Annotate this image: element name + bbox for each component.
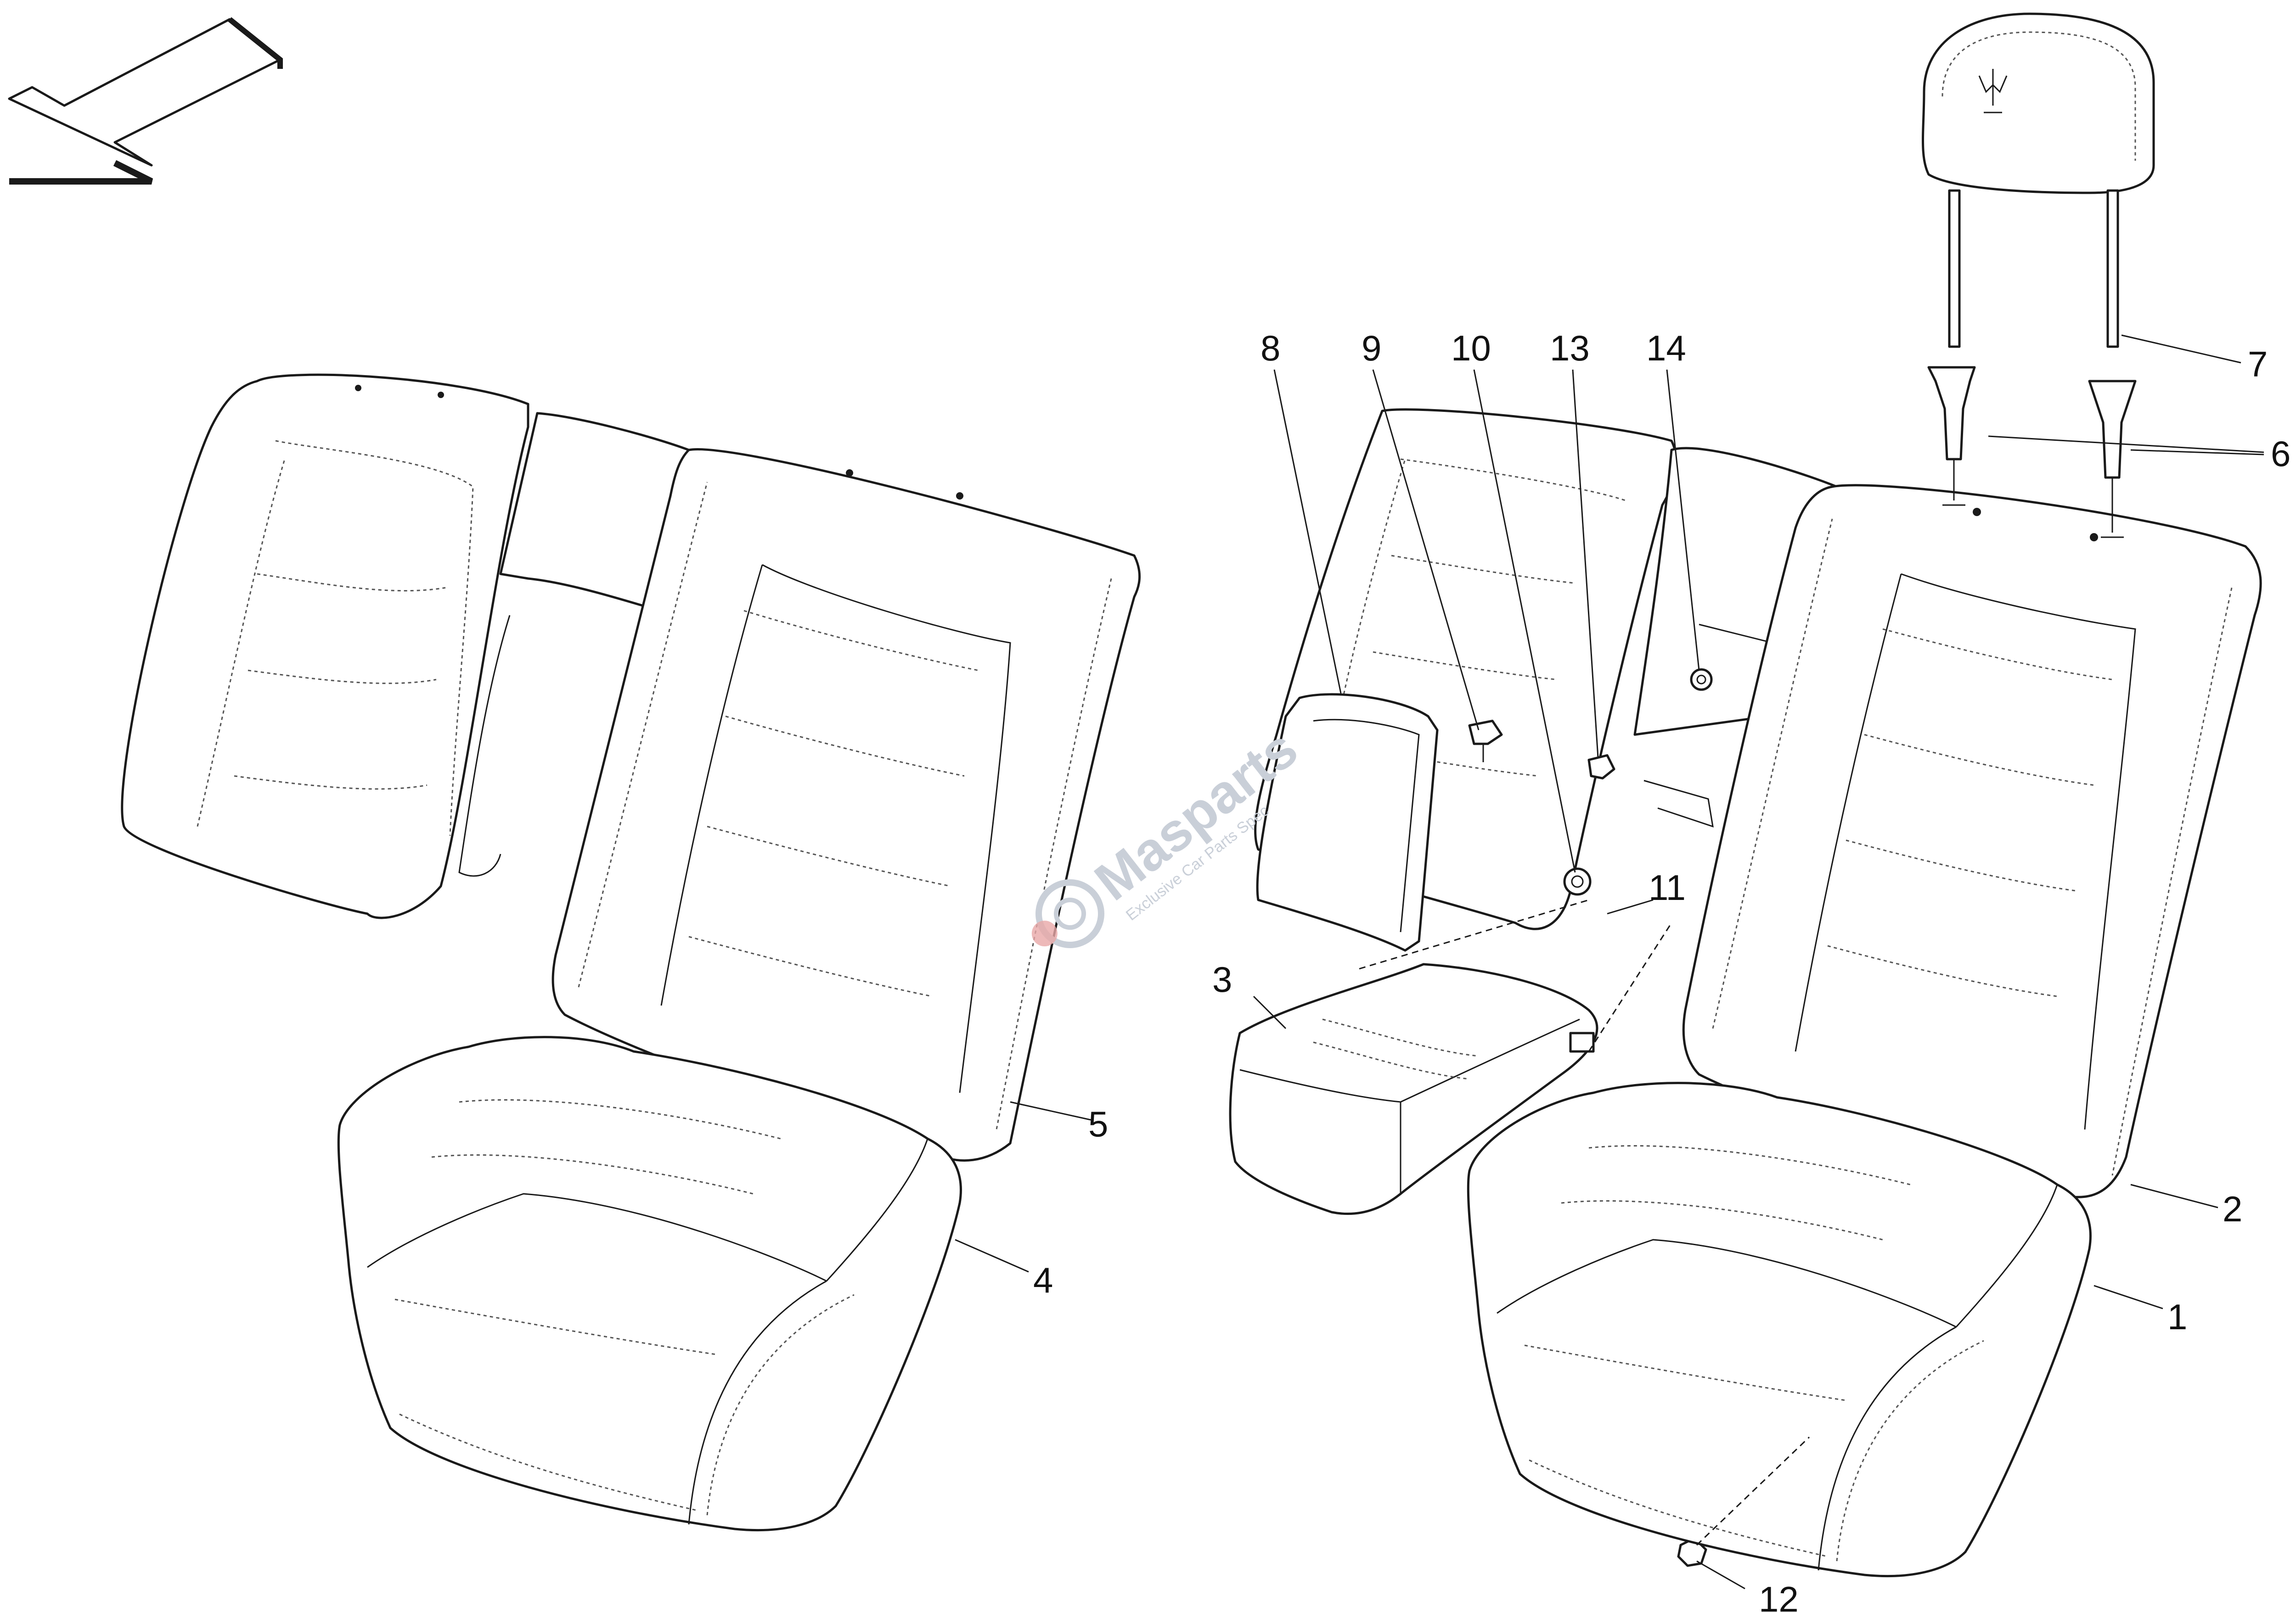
callout-14: 14 [1646, 328, 1686, 368]
callout-8: 8 [1261, 328, 1280, 368]
screw-13 [1587, 754, 1615, 780]
callout-7: 7 [2248, 344, 2268, 384]
armrest-cushion [1229, 963, 1598, 1215]
nut-14 [1690, 668, 1713, 691]
headrest [1922, 12, 2155, 348]
leader-lines [955, 334, 2264, 1590]
trident-emblem-icon [1978, 69, 2008, 113]
callout-1: 1 [2167, 1297, 2187, 1337]
rear-seat-cushion-right [1467, 1082, 2092, 1578]
callout-6: 6 [2271, 433, 2290, 474]
callout-3: 3 [1212, 959, 1232, 1000]
rear-backrest-left [121, 373, 1141, 1162]
callout-labels: 1 2 3 4 5 6 7 8 9 10 11 12 13 14 [1033, 328, 2290, 1613]
callout-4: 4 [1033, 1260, 1053, 1300]
callout-13: 13 [1550, 328, 1590, 368]
callout-5: 5 [1088, 1104, 1108, 1144]
armrest-cover-panel [1256, 693, 1439, 952]
callout-11: 11 [1649, 867, 1686, 908]
rear-seat-cushion-left [337, 1036, 962, 1532]
bracket-10 [1563, 867, 1592, 896]
direction-arrow-icon [8, 17, 283, 185]
callout-9: 9 [1362, 328, 1381, 368]
headrest-guides [1927, 366, 2137, 538]
callout-10: 10 [1451, 328, 1491, 368]
callout-2: 2 [2223, 1189, 2242, 1229]
callout-12: 12 [1759, 1579, 1799, 1613]
